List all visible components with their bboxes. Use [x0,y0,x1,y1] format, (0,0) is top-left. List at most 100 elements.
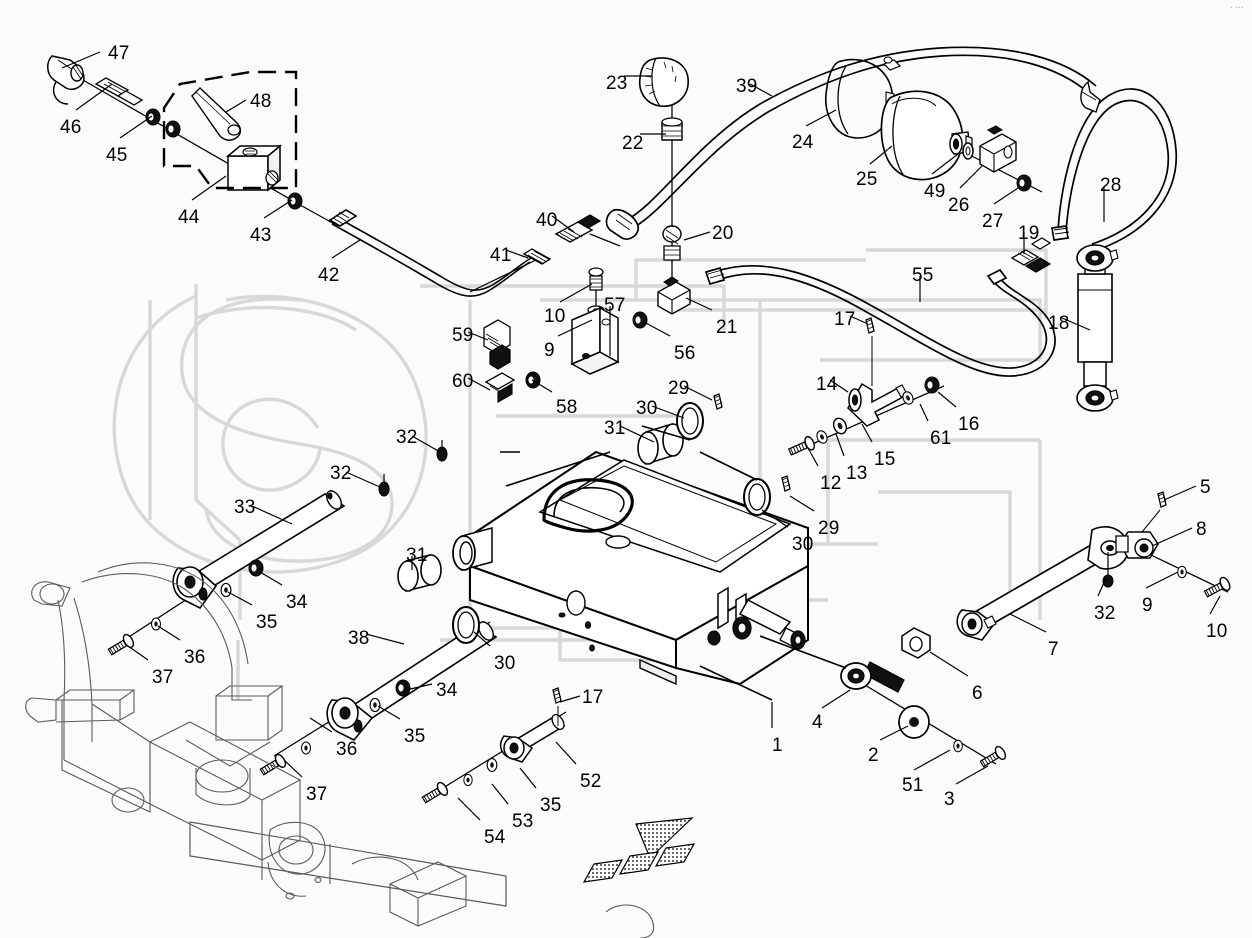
leader-line-29 [789,495,815,512]
callout-number-46: 46 [60,117,82,138]
callout-number-58: 58 [556,397,578,418]
part-30b-ring [743,478,771,516]
part-59-sensor [483,319,511,370]
part-9b-washer [1177,565,1187,579]
leader-line-9 [557,319,593,337]
leader-line-21 [685,297,713,311]
direction-arrow-marker [582,817,696,883]
callout-number-21: 21 [716,317,738,338]
callout-number-57: 57 [604,295,626,316]
leader-line-32 [1097,577,1107,597]
leader-line-53 [491,783,509,805]
part-23-gauge [638,57,689,107]
callout-number-51: 51 [902,775,924,796]
part-37a-bolt [105,632,137,659]
part-34a-nut [248,559,264,577]
callout-number-54: 54 [484,827,506,848]
leader-line-6 [929,651,969,677]
callout-number-37: 37 [152,667,174,688]
leader-line-16 [937,391,957,408]
leader-line-2 [879,725,909,741]
callout-number-6: 6 [972,683,983,704]
leader-line-56 [643,321,671,337]
part-41-fitting [522,248,552,265]
part-35a-washer [220,582,232,598]
callout-number-18: 18 [1048,313,1070,334]
callout-number-31: 31 [604,418,626,439]
callout-leader-lines [61,51,1221,821]
part-36a-washer [150,617,162,631]
callout-number-22: 22 [622,133,644,154]
part-8-bracket [1115,531,1159,559]
leader-line-26 [959,165,983,189]
leader-line-13 [835,433,845,457]
callout-number-40: 40 [536,210,558,231]
callout-number-59: 59 [452,325,474,346]
leader-line-8 [1151,527,1193,547]
leader-line-40 [551,215,575,233]
callout-number-55: 55 [912,265,934,286]
leader-line-32 [345,471,383,489]
callout-number-9: 9 [1142,595,1153,616]
part-27-nut [1016,174,1032,192]
part-53-washer [463,773,473,787]
part-36b-washer [300,741,312,755]
part-26-tee-fitting [979,125,1017,173]
leader-line-34 [259,571,283,586]
leader-line-7 [1009,613,1047,633]
leader-line-46 [75,83,113,111]
part-33-arm [172,490,346,610]
part-35c-washer [486,758,498,772]
leader-line-36 [157,625,181,641]
part-48-lever [191,87,242,141]
leader-line-10 [559,283,593,303]
callout-number-29: 29 [818,518,840,539]
callout-number-10: 10 [544,306,566,327]
part-31b-bushing [397,554,442,592]
part-47-clip [47,55,85,105]
leader-line-18 [1061,317,1091,331]
leader-line-35 [227,591,253,606]
leader-line-30 [473,631,491,647]
callout-number-42: 42 [318,265,340,286]
callout-number-30: 30 [636,398,658,419]
leader-line-14 [829,379,849,393]
leader-line-37 [127,645,149,661]
part-25-accumulator [880,90,973,181]
leader-line-48 [225,99,247,113]
callout-number-3: 3 [944,789,955,810]
callout-number-45: 45 [106,145,128,166]
part-15-washer [830,415,850,437]
part-46-fitting [94,77,144,106]
leader-line-36 [309,717,333,733]
callout-number-17: 17 [834,309,856,330]
callout-number-53: 53 [512,811,534,832]
part-30a-ring [676,402,704,440]
callout-number-28: 28 [1100,175,1122,196]
leader-line-5 [1163,485,1197,501]
part-19-connector [1010,237,1052,273]
part-16-nut [924,376,940,394]
callout-number-43: 43 [250,225,272,246]
part-56-bushing [632,311,648,329]
callout-number-33: 33 [234,497,256,518]
callout-number-61: 61 [930,428,952,449]
callout-number-32: 32 [396,427,418,448]
part-40-fitting [554,214,602,243]
callout-number-7: 7 [1048,639,1059,660]
part-29a-pin [713,393,723,410]
leader-line-37 [283,759,303,778]
callout-number-30: 30 [792,534,814,555]
part-32a-pin [436,440,448,462]
part-10-screw [588,267,604,291]
callout-number-52: 52 [580,771,602,792]
leader-line-4 [821,689,851,709]
part-31a-bushing [637,422,684,466]
callout-number-34: 34 [286,592,308,613]
leader-line-30 [761,509,789,528]
part-30c-ring [452,606,480,644]
part-17a-pin [865,317,875,386]
leader-line-52 [555,741,577,765]
callout-number-32: 32 [330,463,352,484]
leader-line-29 [683,385,713,401]
